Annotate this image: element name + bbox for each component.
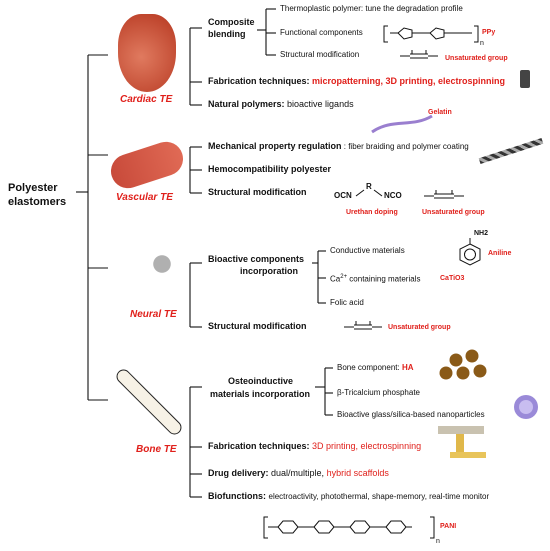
nh2-text: NH2 (474, 230, 489, 237)
electrospinning-illustration (520, 70, 530, 88)
drug-delivery: Drug delivery: dual/multiple, hybrid sca… (208, 469, 389, 478)
thermoplastic-text: Thermoplastic polymer: tune the degradat… (280, 4, 463, 13)
gelatin-tag: Gelatin (428, 109, 452, 116)
unsat-neural (344, 321, 382, 330)
aniline-tag: Aniline (488, 250, 512, 257)
bioglass-text: Bioactive glass/silica-based nanoparticl… (337, 410, 485, 419)
unsat-tag-vascular: Unsaturated group (422, 209, 485, 216)
unsat-vascular (424, 190, 464, 199)
fabrication-cardiac-prefix: Fabrication techniques: (208, 76, 313, 86)
pani-structure (263, 516, 435, 539)
bioactive-line1: Bioactive components (208, 254, 305, 264)
catio3-tag: CaTiO3 (440, 275, 465, 282)
fabrication-bone-prefix: Fabrication techniques: (208, 441, 313, 451)
ca-suffix: containing materials (347, 274, 421, 284)
ca-sup: 2+ (340, 274, 348, 280)
composite-line1: Composite (208, 17, 255, 27)
fabrication-cardiac: Fabrication techniques: micropatterning,… (208, 77, 505, 86)
conductive-text: Conductive materials (330, 246, 405, 255)
root-line1: Polyester (8, 182, 58, 194)
nco-text: NCO (384, 191, 402, 200)
unsat-cardiac (400, 50, 438, 59)
aniline-structure (459, 238, 481, 266)
vascular-label: Vascular TE (116, 192, 173, 203)
urethan-tag: Urethan doping (346, 209, 398, 216)
bioactive-line2: incorporation (240, 266, 298, 276)
bone-component-prefix: Bone component: (337, 363, 402, 372)
cardiac-label: Cardiac TE (120, 94, 173, 105)
unsat-tag-cardiac: Unsaturated group (445, 55, 508, 62)
biofunctions: Biofunctions: electroactivity, photother… (208, 492, 489, 501)
ha-tag: HA (401, 363, 414, 372)
bone-label: Bone TE (136, 444, 177, 455)
neural-structural: Structural modification (208, 321, 307, 331)
neuron-illustration (142, 244, 182, 284)
r-text: R (366, 182, 372, 191)
unsat-tag-neural: Unsaturated group (388, 324, 451, 331)
osteo-line1: Osteoinductive (228, 376, 294, 386)
natural-items: bioactive ligands (287, 99, 354, 109)
ppy-structure (383, 25, 479, 43)
ppy-tag: PPy (482, 29, 496, 36)
mechanical-regulation: Mechanical property regulation : fiber b… (208, 142, 469, 151)
biofunctions-items: electroactivity, photothermal, shape-mem… (268, 492, 490, 501)
ca-text: Ca2+ containing materials (330, 274, 420, 284)
natural-prefix: Natural polymers: (208, 99, 288, 109)
mechanical-prefix: Mechanical property regulation (208, 141, 342, 151)
fabrication-bone-items: 3D printing, electrospinning (312, 441, 422, 451)
vascular-structural: Structural modification (208, 187, 307, 197)
drug-prefix: Drug delivery: (208, 468, 272, 478)
composite-line2: blending (208, 29, 246, 39)
fabrication-cardiac-items: micropatterning, 3D printing, electrospi… (312, 76, 506, 86)
urethan-structure (355, 189, 383, 197)
functional-text: Functional components (280, 28, 363, 37)
structural-text: Structural modification (280, 50, 360, 59)
pani-tag: PANI (440, 523, 457, 530)
ha-particles-illustration (439, 349, 487, 380)
fabrication-bone: Fabrication techniques: 3D printing, ele… (208, 442, 421, 451)
ocn-text: OCN (334, 191, 352, 200)
drug-plain: dual/multiple, (271, 468, 327, 478)
tricalcium-text: β-Tricalcium phosphate (337, 388, 421, 397)
biofunctions-prefix: Biofunctions: (208, 491, 269, 501)
folic-text: Folic acid (330, 298, 364, 307)
pani-n: n (436, 538, 440, 545)
neural-label: Neural TE (130, 309, 177, 320)
ca-prefix: Ca (330, 274, 341, 284)
root-line2: elastomers (8, 196, 67, 208)
heart-illustration (118, 14, 176, 92)
bioglass-sphere-illustration (514, 395, 538, 419)
osteo-line2: materials incorporation (210, 389, 311, 399)
hemocompat-text: Hemocompatibility polyester (208, 164, 332, 174)
gelatin-illustration (371, 114, 433, 134)
drug-red: hybrid scaffolds (326, 468, 389, 478)
printer-illustration (438, 426, 486, 458)
mechanical-items: : fiber braiding and polymer coating (341, 142, 469, 151)
ppy-n: n (480, 40, 484, 47)
natural-polymers: Natural polymers: bioactive ligands (208, 100, 354, 109)
bone-component: Bone component: HA (337, 364, 414, 372)
